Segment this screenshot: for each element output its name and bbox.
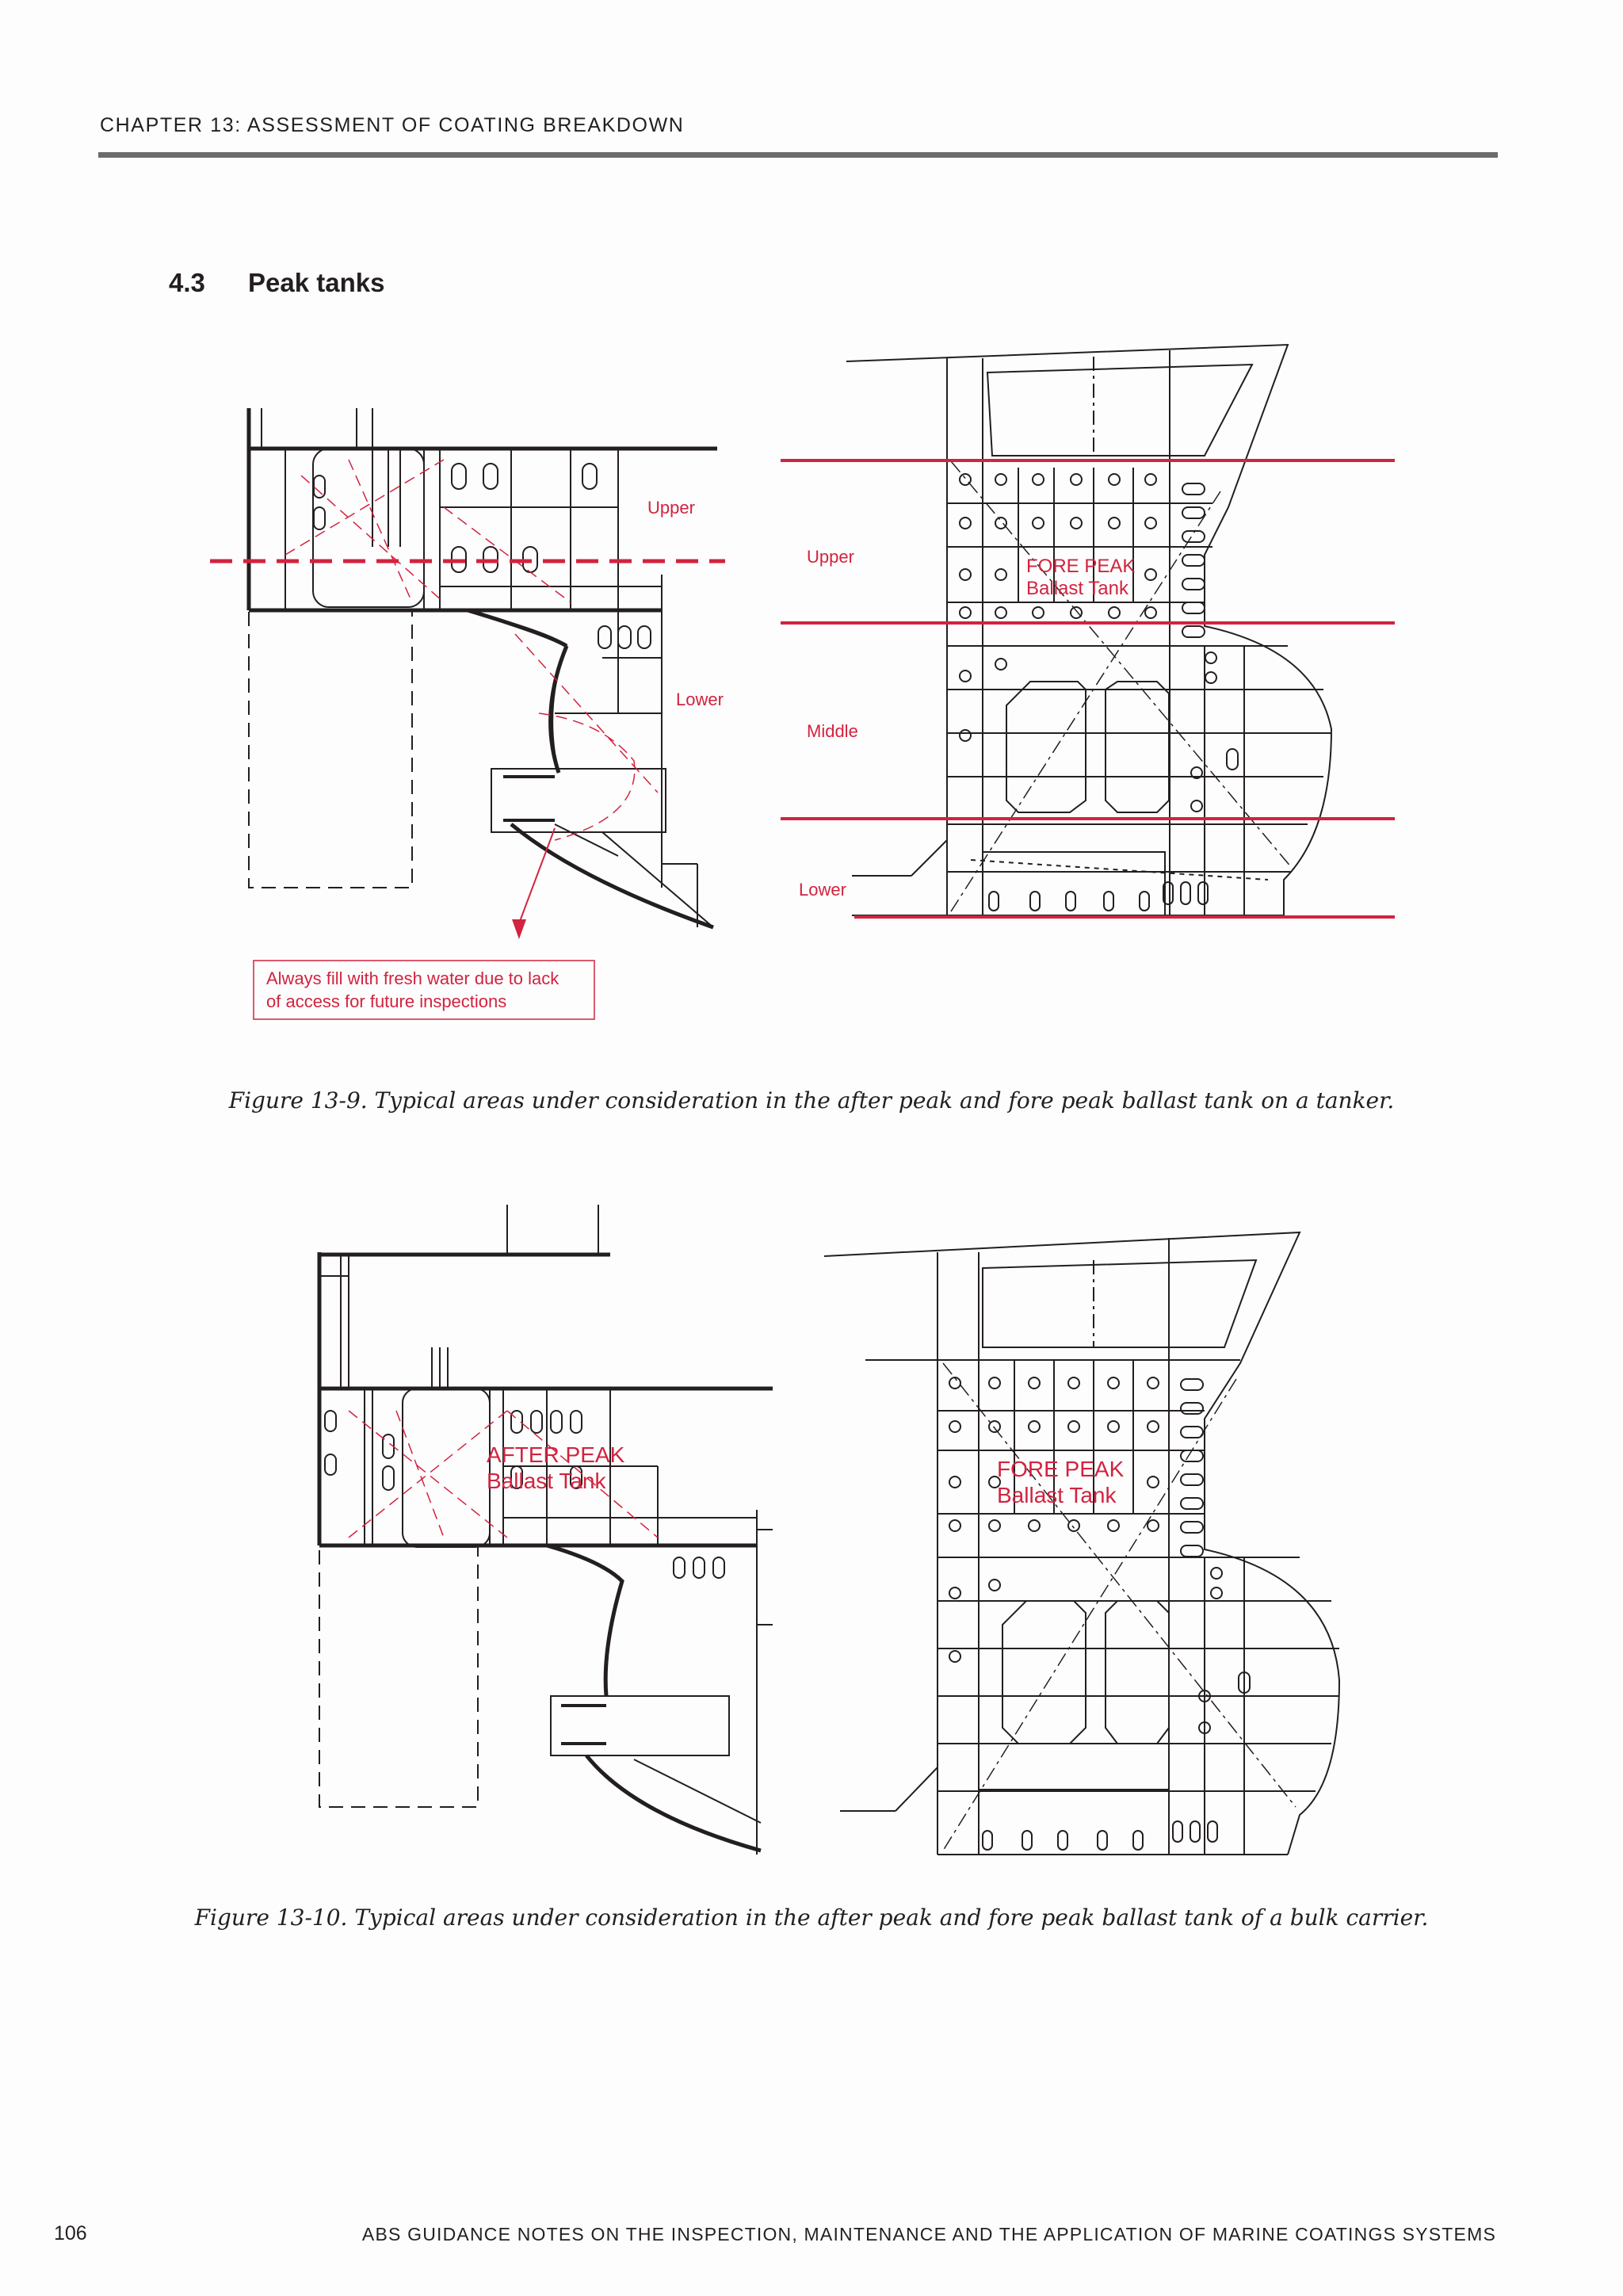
fore-label-upper: Upper [807, 547, 854, 567]
figure-13-10: AFTER PEAK Ballast Tank [317, 1205, 1341, 1855]
fore-bulk-tank-sub: Ballast Tank [997, 1483, 1117, 1507]
note-line-2: of access for future inspections [266, 991, 506, 1011]
leader-arrow-head [512, 919, 526, 939]
page-number: 106 [54, 2222, 87, 2244]
fore-bulk-tank-name: FORE PEAK [997, 1457, 1125, 1481]
figure-13-9-caption: Figure 13-9. Typical areas under conside… [228, 1087, 1395, 1114]
fore-tank-name: FORE PEAK [1026, 556, 1135, 577]
aft-peak-bulk-red-hatching [348, 1410, 659, 1538]
fore-tank-sub: Ballast Tank [1026, 578, 1129, 599]
footer-title: ABS GUIDANCE NOTES ON THE INSPECTION, MA… [361, 2224, 1496, 2244]
aft-peak-bulk-drawing [317, 1205, 773, 1855]
aft-label-upper: Upper [647, 498, 695, 518]
section-title: Peak tanks [248, 268, 385, 297]
leader-arrow-line [518, 827, 556, 924]
aft-bulk-tank-name: AFTER PEAK [487, 1442, 625, 1467]
fore-peak-bulk-holes [949, 1377, 1251, 1851]
figure-13-9: Always fill with fresh water due to lack… [210, 343, 1395, 1020]
aft-peak-red-hatching [285, 459, 659, 841]
fore-peak-tanker-drawing [846, 343, 1333, 916]
fore-peak-bulk-diagonals [942, 1362, 1296, 1851]
aft-peak-tanker-drawing [246, 408, 717, 930]
fore-peak-tanker-diagonals [950, 460, 1293, 912]
fore-label-lower: Lower [799, 880, 846, 900]
figure-13-10-caption: Figure 13-10. Typical areas under consid… [194, 1904, 1429, 1931]
header-rule [98, 152, 1498, 158]
note-box [253, 960, 595, 1020]
fore-peak-bulk-drawing [823, 1231, 1341, 1855]
fore-label-middle: Middle [807, 721, 858, 741]
fore-peak-tanker-holes [959, 473, 1239, 911]
note-line-1: Always fill with fresh water due to lack [266, 968, 559, 988]
chapter-header: CHAPTER 13: ASSESSMENT OF COATING BREAKD… [100, 114, 685, 136]
aft-label-lower: Lower [676, 690, 724, 709]
aft-bulk-tank-sub: Ballast Tank [487, 1469, 606, 1493]
fore-peak-tanker-zone-lines [781, 459, 1395, 919]
section-number: 4.3 [169, 268, 205, 297]
